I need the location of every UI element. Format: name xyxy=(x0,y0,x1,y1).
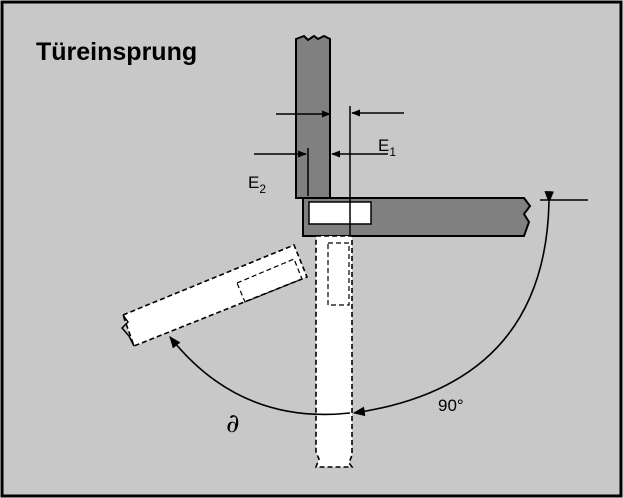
door-open-wide-cut xyxy=(120,314,135,347)
vertical-wall xyxy=(295,34,331,199)
hinge-block-open-wide xyxy=(236,258,303,303)
arc-angle xyxy=(169,336,351,416)
arc-90 xyxy=(352,191,555,417)
door-open-90 xyxy=(314,235,354,468)
label-e1: E1 xyxy=(378,136,396,159)
door-open-wide xyxy=(121,243,309,348)
hinge-block xyxy=(308,201,372,225)
label-e2: E2 xyxy=(248,173,266,196)
hinge-block-open-90 xyxy=(327,242,350,306)
diagram-title: Türeinsprung xyxy=(36,38,197,66)
label-angle-symbol: ∂ xyxy=(226,409,239,439)
label-90-degrees: 90° xyxy=(438,396,464,415)
